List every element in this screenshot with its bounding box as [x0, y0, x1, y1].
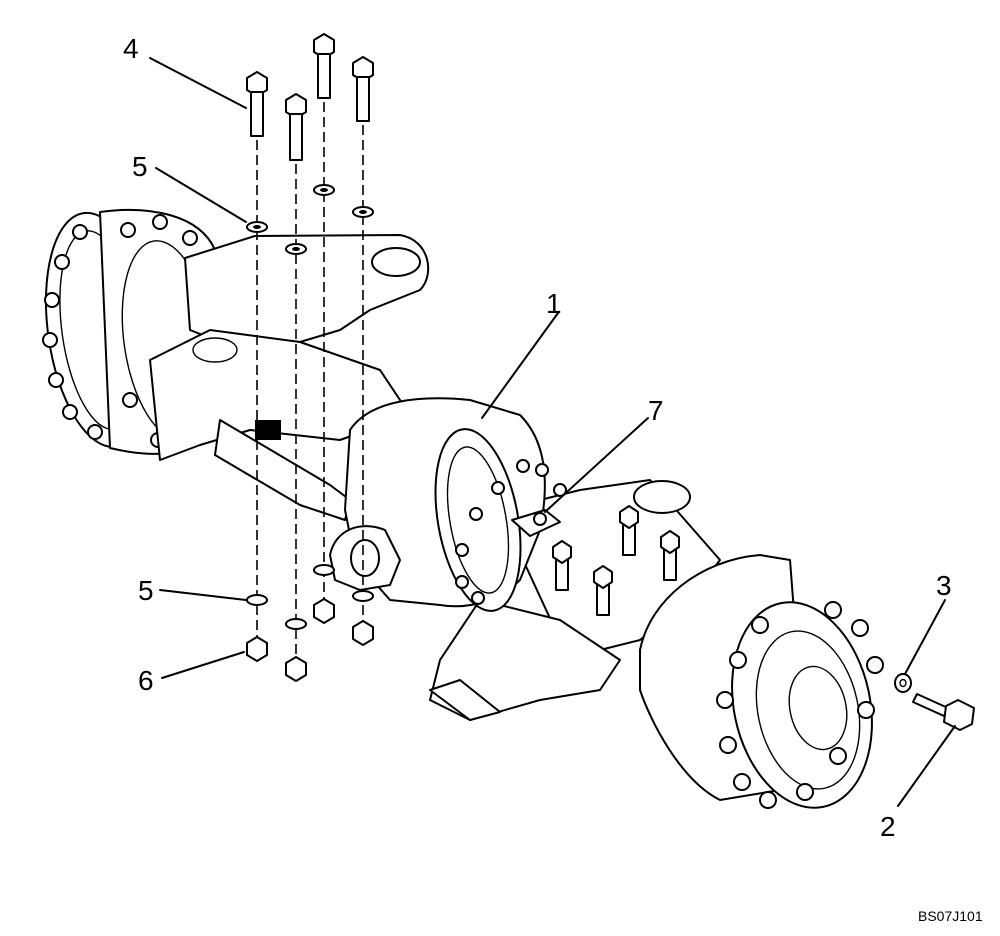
right-wheel-hub [639, 554, 884, 809]
callout-4: 4 [123, 33, 139, 64]
callout-5-bottom: 5 [138, 575, 154, 606]
hub-bolt-ring-left [42, 214, 198, 448]
hub-screw-2 [912, 693, 975, 731]
bolt [352, 56, 374, 122]
washers-5-bottom [246, 564, 374, 630]
hub-washer-3 [894, 673, 912, 693]
callout-3: 3 [936, 570, 952, 601]
mount-bolts-right [552, 505, 680, 616]
bolt [285, 93, 307, 161]
callout-1: 1 [546, 288, 562, 319]
leader-lines [149, 57, 956, 807]
callout-7: 7 [648, 395, 664, 426]
callout-6: 6 [138, 665, 154, 696]
callout-5-top: 5 [132, 151, 148, 182]
figure-code: BS07J101 [918, 908, 983, 924]
callout-2: 2 [880, 811, 896, 842]
differential-housing [329, 397, 567, 612]
bolt [313, 33, 335, 99]
mounting-plate [149, 234, 430, 461]
bolt [246, 71, 268, 137]
washers-5-top [246, 184, 374, 255]
hub-bolt-ring-right [716, 601, 884, 809]
nuts-6 [246, 598, 374, 682]
housing-bolts [455, 459, 567, 605]
